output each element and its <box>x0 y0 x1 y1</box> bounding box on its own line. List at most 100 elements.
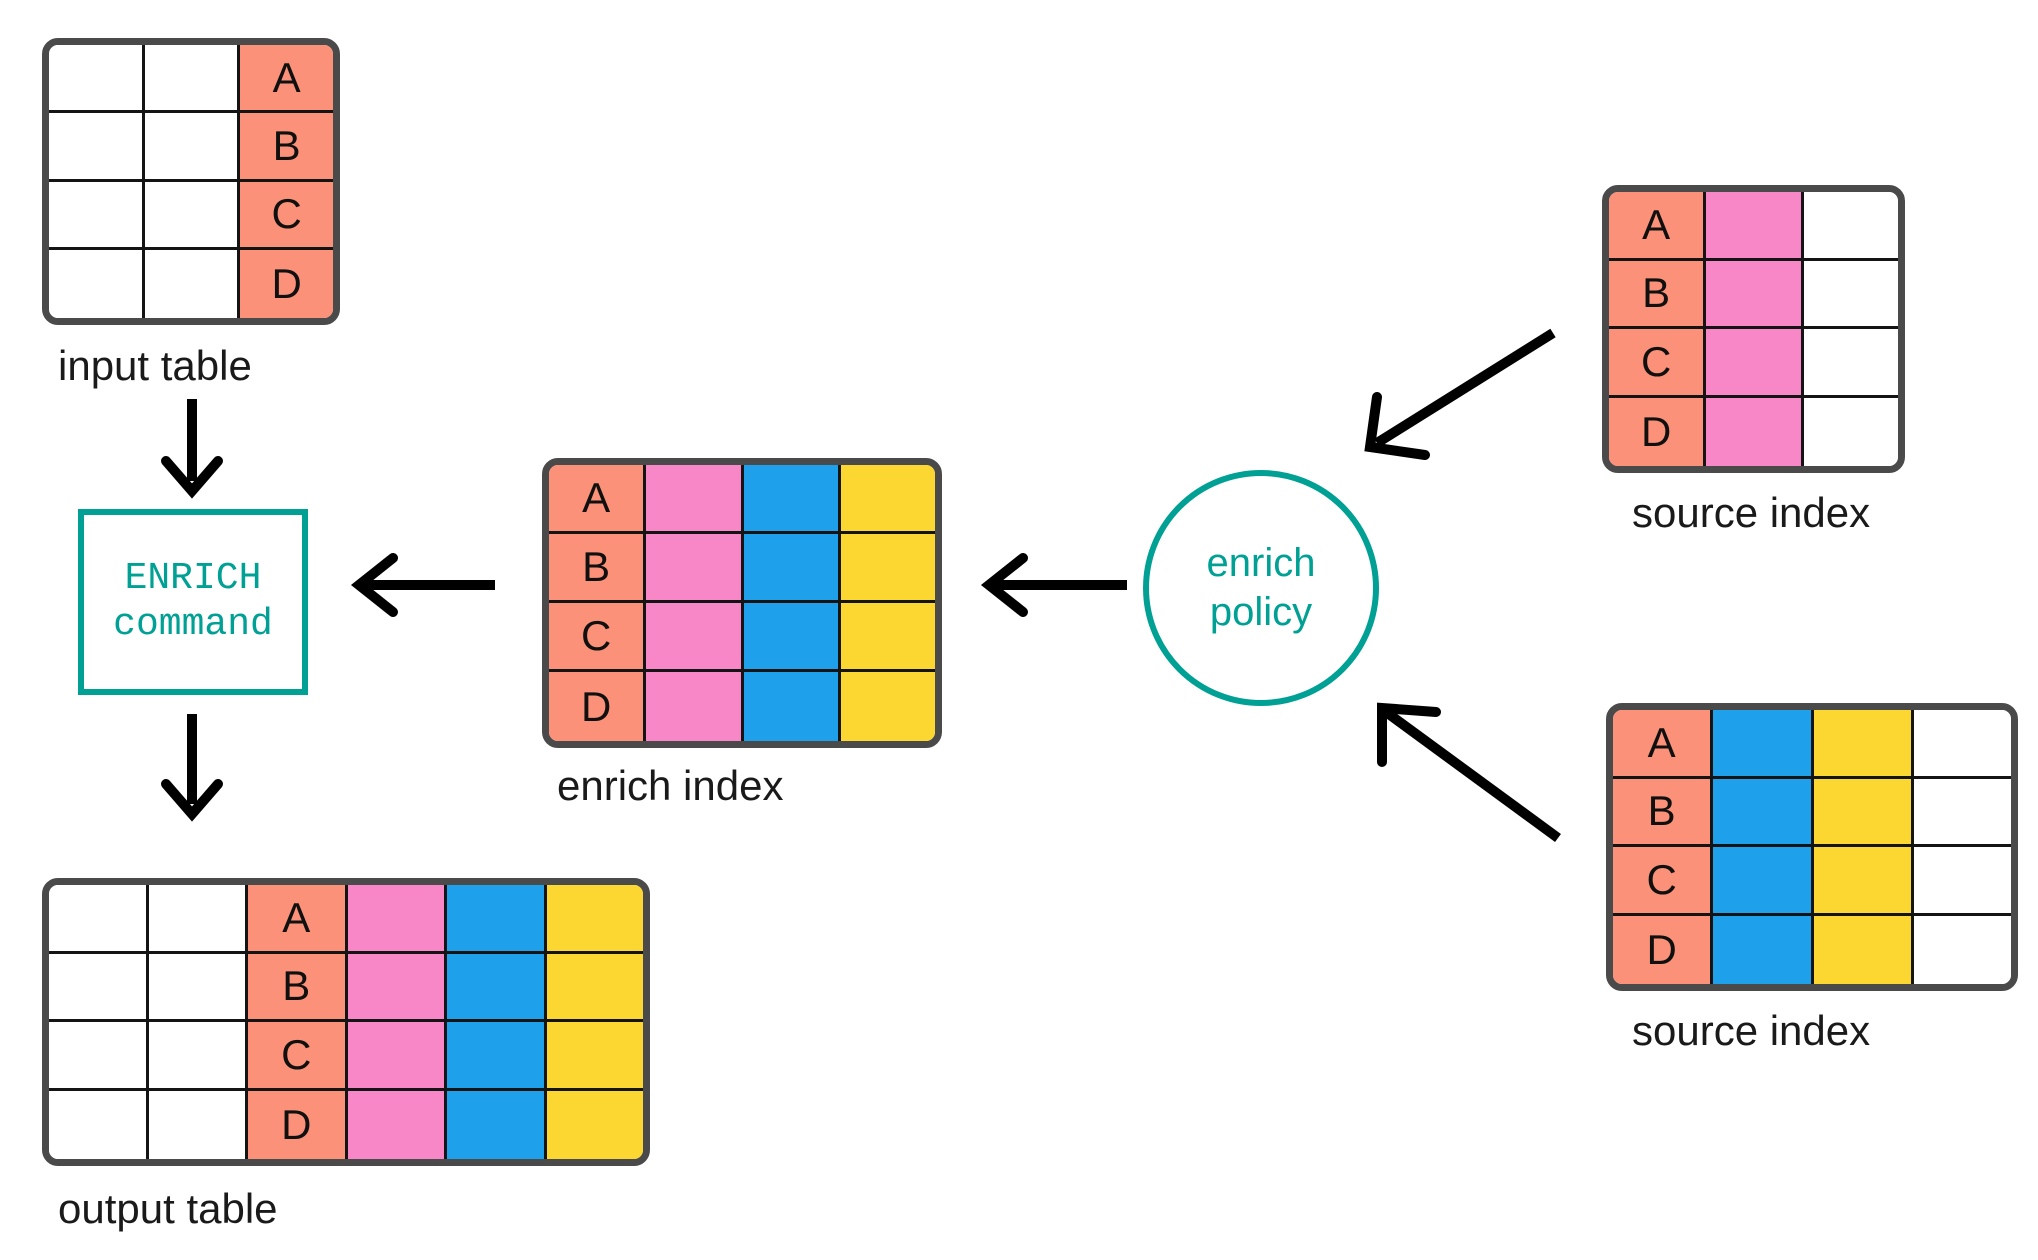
table-cell <box>347 953 447 1022</box>
table-row: A <box>1609 192 1898 261</box>
table-cell-key: A <box>248 885 348 954</box>
table-cell-key: C <box>1613 847 1714 916</box>
table-cell <box>546 953 643 1022</box>
table-cell <box>49 1022 149 1091</box>
arrow-source-index-top-to-policy <box>1364 328 1556 460</box>
table-cell <box>1713 847 1814 916</box>
table-row: A <box>1613 710 2011 779</box>
table-cell <box>1706 192 1804 261</box>
source-index-bottom-table: A B C D <box>1606 703 2018 991</box>
table-cell <box>743 465 841 534</box>
table-cell-key: C <box>549 603 647 672</box>
table-row: A <box>549 465 935 534</box>
table-cell-key: A <box>240 45 333 114</box>
table-cell <box>1803 260 1898 329</box>
table-cell <box>646 672 744 741</box>
table-cell <box>447 885 547 954</box>
table-cell <box>1706 260 1804 329</box>
table-row: B <box>1609 260 1898 329</box>
table-cell <box>1813 915 1914 984</box>
table-row: A <box>49 885 643 954</box>
table-cell <box>840 672 935 741</box>
table-cell <box>148 885 248 954</box>
table-cell <box>546 1090 643 1159</box>
table-cell <box>347 885 447 954</box>
table-cell-key: D <box>240 249 333 318</box>
table-cell <box>1813 847 1914 916</box>
table-cell <box>646 534 744 603</box>
table-row: B <box>1613 778 2011 847</box>
table-row: D <box>49 249 333 318</box>
arrow-source-index-bottom-to-policy <box>1377 702 1561 843</box>
table-cell <box>49 181 145 250</box>
table-cell <box>840 603 935 672</box>
table-cell <box>347 1090 447 1159</box>
table-cell <box>447 953 547 1022</box>
table-cell <box>1913 915 2011 984</box>
table-cell <box>49 113 145 182</box>
table-cell-key: D <box>1613 915 1714 984</box>
input-table-caption: input table <box>58 342 252 389</box>
table-cell <box>1706 397 1804 466</box>
table-cell-key: B <box>1609 260 1707 329</box>
table-cell <box>49 45 145 114</box>
table-row: D <box>1609 397 1898 466</box>
table-cell <box>1813 778 1914 847</box>
source-index-top-table: A B C D <box>1602 185 1905 473</box>
table-cell-key: C <box>1609 329 1707 398</box>
table-cell <box>144 113 241 182</box>
table-cell <box>1913 778 2011 847</box>
table-cell-key: C <box>240 181 333 250</box>
enrich-index-table: A B C D <box>542 458 942 748</box>
table-cell-key: D <box>248 1090 348 1159</box>
table-cell <box>144 181 241 250</box>
enrich-command-line2: command <box>113 603 273 646</box>
table-cell <box>49 249 145 318</box>
arrow-command-to-output <box>161 714 223 822</box>
table-cell <box>148 1022 248 1091</box>
table-cell <box>646 465 744 534</box>
source-index-bottom-caption: source index <box>1632 1007 1871 1054</box>
enrich-policy-line1: enrich <box>1206 541 1316 586</box>
arrow-policy-to-enrich-index <box>980 553 1127 617</box>
table-cell <box>144 249 241 318</box>
output-table: A B C D <box>42 878 650 1166</box>
table-row: D <box>1613 915 2011 984</box>
table-row: B <box>549 534 935 603</box>
table-cell <box>546 1022 643 1091</box>
table-cell <box>743 603 841 672</box>
enrich-policy-circle[interactable]: enrich policy <box>1143 470 1379 706</box>
table-cell <box>1913 847 2011 916</box>
arrow-enrich-index-to-command <box>350 553 495 617</box>
table-row: B <box>49 113 333 182</box>
table-cell-key: B <box>1613 778 1714 847</box>
table-cell <box>646 603 744 672</box>
table-row: C <box>49 181 333 250</box>
table-cell <box>1803 397 1898 466</box>
table-row: C <box>49 1022 643 1091</box>
table-cell <box>144 45 241 114</box>
input-table: A B C D <box>42 38 340 325</box>
table-row: D <box>49 1090 643 1159</box>
table-cell <box>49 885 149 954</box>
table-cell <box>546 885 643 954</box>
table-row: A <box>49 45 333 114</box>
table-cell <box>1713 710 1814 779</box>
table-cell <box>447 1022 547 1091</box>
table-cell-key: A <box>1609 192 1707 261</box>
table-cell <box>49 953 149 1022</box>
table-cell-key: B <box>240 113 333 182</box>
table-cell <box>148 1090 248 1159</box>
table-cell <box>447 1090 547 1159</box>
table-row: C <box>1613 847 2011 916</box>
table-cell-key: D <box>1609 397 1707 466</box>
table-cell <box>1913 710 2011 779</box>
table-cell <box>1813 710 1914 779</box>
enrich-command-box[interactable]: ENRICH command <box>78 509 308 695</box>
table-cell <box>1803 192 1898 261</box>
table-row: C <box>549 603 935 672</box>
enrich-policy-line2: policy <box>1209 590 1313 634</box>
table-row: B <box>49 953 643 1022</box>
table-cell <box>1713 778 1814 847</box>
table-cell <box>1713 915 1814 984</box>
